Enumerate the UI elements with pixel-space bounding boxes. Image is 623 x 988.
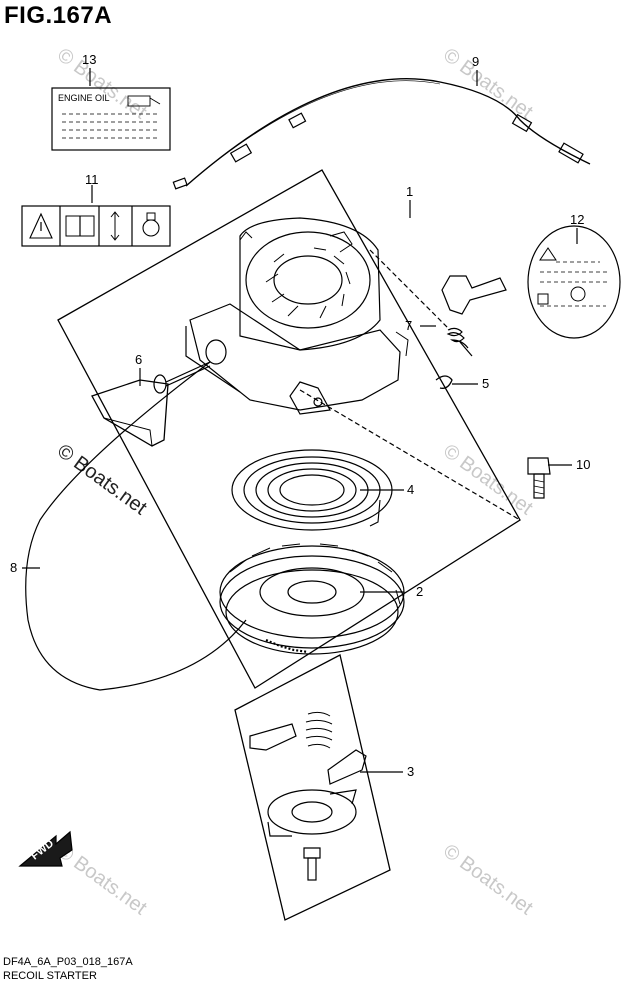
callout-3: 3 (407, 764, 415, 779)
starter-rope-part (25, 361, 247, 691)
callout-6: 6 (135, 352, 143, 367)
figure-caption: RECOIL STARTER (3, 970, 97, 982)
clip-part (435, 375, 453, 389)
callout-8: 8 (10, 560, 18, 575)
fwd-arrow-icon (18, 830, 73, 867)
figure-title: FIG.167A (4, 2, 113, 29)
ratchet-parts (249, 711, 367, 881)
engine-oil-text: ENGINE OIL (58, 93, 110, 103)
sub-assembly-frame (234, 654, 391, 921)
reel-part (219, 543, 405, 655)
starter-handle-part (91, 339, 227, 447)
callout-4: 4 (407, 482, 415, 497)
callout-1: 1 (406, 184, 414, 199)
callout-13: 13 (82, 52, 97, 67)
control-cable-part (172, 78, 591, 190)
engine-oil-label-part (51, 87, 171, 151)
callout-2: 2 (416, 584, 424, 599)
callout-5: 5 (482, 376, 490, 391)
callout-7: 7 (405, 318, 413, 333)
callout-9: 9 (472, 54, 480, 69)
bolt-part (527, 457, 551, 499)
starter-housing-part (185, 217, 409, 415)
round-label-part (527, 225, 621, 339)
assembly-frame (57, 169, 521, 689)
figure-code: DF4A_6A_P03_018_167A (3, 956, 133, 968)
callout-10: 10 (576, 457, 591, 472)
warning-label-part (21, 205, 171, 247)
recoil-spring-part (231, 449, 393, 531)
callout-12: 12 (570, 212, 585, 227)
lever-spring-part (441, 275, 507, 357)
callout-11: 11 (85, 172, 99, 187)
